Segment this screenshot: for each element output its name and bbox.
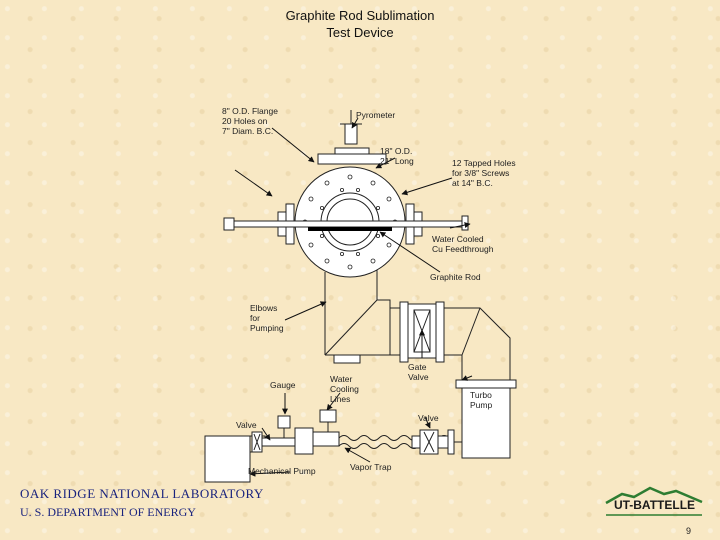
mechanical-pump-label: Mechanical Pump	[248, 466, 316, 476]
mechanical-pump	[204, 435, 251, 483]
diagram-subtitle: Test Device	[326, 25, 394, 40]
backing-line	[204, 409, 462, 483]
turbo-pump-label: Turbo Pump	[470, 390, 493, 410]
gate-valve-label: Gate Valve	[408, 362, 429, 382]
gauge-label: Gauge	[270, 380, 296, 390]
ut-battelle-logo	[605, 486, 703, 516]
department-name: U. S. DEPARTMENT OF ENERGY	[20, 505, 196, 519]
water-cooled-feedthrough-label: Water Cooled Cu Feedthrough	[432, 234, 494, 254]
pyrometer-label: Pyrometer	[356, 110, 396, 120]
ut-battelle-logo-text: UT-BATTELLE	[613, 498, 696, 512]
valve-left-label: Valve	[236, 420, 257, 430]
elbows-label: Elbows for Pumping	[250, 303, 284, 333]
turbo-pump	[461, 387, 511, 459]
diagram-title: Graphite Rod Sublimation	[285, 8, 435, 23]
tapped-holes-label: 12 Tapped Holes for 3/8" Screws at 14" B…	[452, 158, 516, 188]
lab-name: OAK RIDGE NATIONAL LABORATORY	[20, 486, 264, 501]
flange-label: 8" O.D. Flange 20 Holes on 7" Diam. B.C.	[222, 106, 278, 136]
water-cooling-lines-label: Water Cooling Lines	[330, 374, 359, 404]
top-flange	[317, 153, 387, 165]
chamber-dimensions-label: 18" O.D. 21" Long	[380, 146, 414, 166]
page-number: 9	[686, 526, 692, 536]
vapor-trap-label: Vapor Trap	[350, 462, 392, 472]
graphite-rod-label: Graphite Rod	[430, 272, 481, 282]
valve-right-label: Valve	[418, 413, 439, 423]
